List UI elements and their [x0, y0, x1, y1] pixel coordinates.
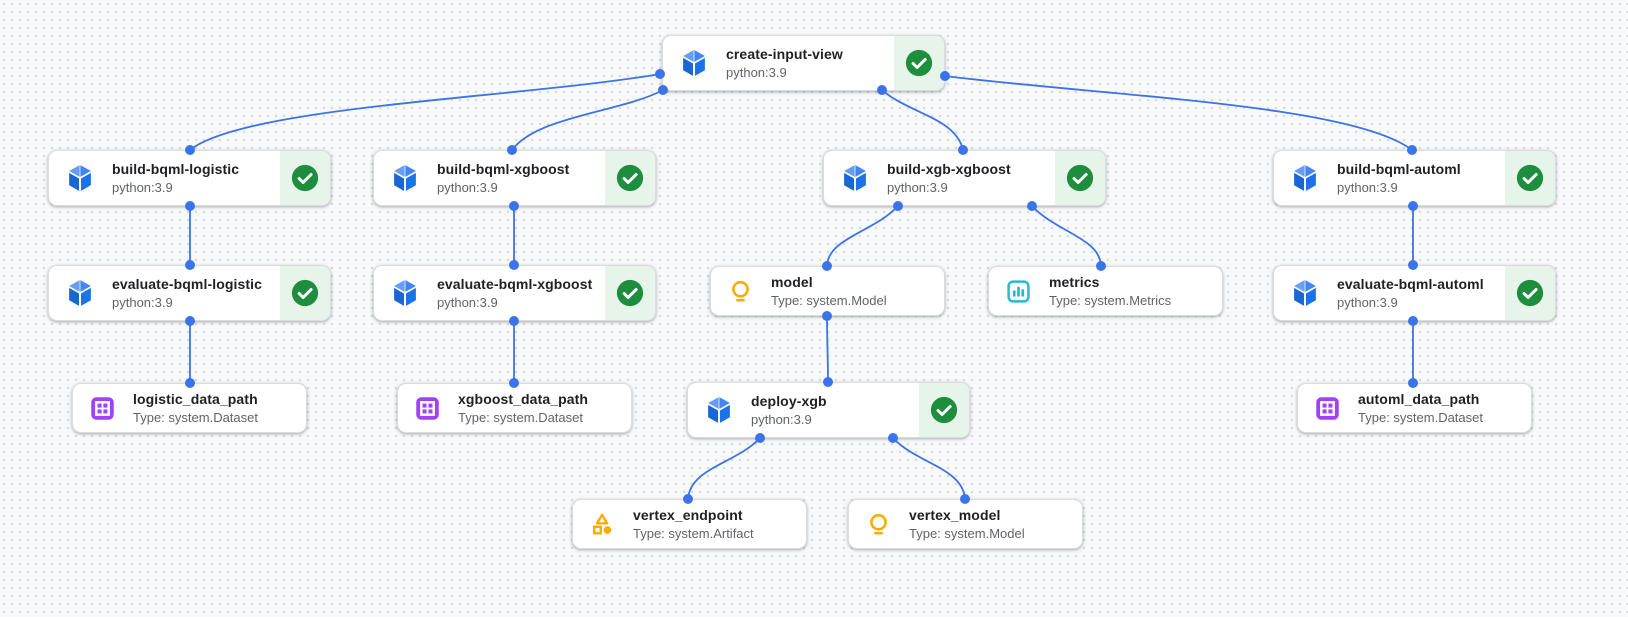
status-success-icon: [1055, 151, 1105, 205]
component-cube-icon: [390, 278, 420, 308]
node-build-bqml-xgboost[interactable]: build-bqml-xgboost python:3.9: [373, 150, 656, 206]
component-cube-icon: [65, 163, 95, 193]
edge-create-input-view-to-build-bqml-xgboost: [511, 89, 664, 151]
node-title: model: [771, 274, 813, 290]
node-subtitle: Type: system.Dataset: [458, 410, 583, 425]
node-title: create-input-view: [726, 46, 843, 62]
node-title: build-xgb-xgboost: [887, 161, 1011, 177]
node-subtitle: Type: system.Model: [771, 293, 887, 308]
status-success-icon: [605, 151, 655, 205]
node-title: deploy-xgb: [751, 393, 827, 409]
node-subtitle: python:3.9: [1337, 180, 1398, 195]
status-success-icon: [894, 36, 944, 90]
node-deploy-xgb[interactable]: deploy-xgb python:3.9: [687, 382, 970, 438]
component-cube-icon: [390, 163, 420, 193]
node-title: logistic_data_path: [133, 391, 258, 407]
node-evaluate-bqml-logistic[interactable]: evaluate-bqml-logistic python:3.9: [48, 265, 331, 321]
status-success-icon: [280, 151, 330, 205]
component-cube-icon: [1290, 278, 1320, 308]
node-evaluate-bqml-automl[interactable]: evaluate-bqml-automl python:3.9: [1273, 265, 1556, 321]
node-title: automl_data_path: [1358, 391, 1480, 407]
model-lightbulb-icon: [727, 278, 754, 305]
node-subtitle: Type: system.Model: [909, 526, 1025, 541]
node-title: build-bqml-logistic: [112, 161, 240, 177]
node-title: build-bqml-automl: [1337, 161, 1461, 177]
edge-create-input-view-to-build-bqml-automl: [944, 75, 1413, 151]
node-title: vertex_endpoint: [633, 507, 743, 523]
component-cube-icon: [1290, 163, 1320, 193]
node-subtitle: python:3.9: [437, 295, 498, 310]
status-success-icon: [1505, 151, 1555, 205]
node-build-bqml-logistic[interactable]: build-bqml-logistic python:3.9: [48, 150, 331, 206]
dataset-table-icon: [414, 395, 441, 422]
edge-model-to-deploy-xgb: [826, 315, 829, 383]
edge-deploy-xgb-to-vertex_endpoint: [687, 437, 761, 500]
node-subtitle: python:3.9: [1337, 295, 1398, 310]
node-subtitle: python:3.9: [112, 295, 173, 310]
node-subtitle: Type: system.Metrics: [1049, 293, 1172, 308]
node-title: evaluate-bqml-logistic: [112, 276, 263, 292]
node-build-xgb-xgboost[interactable]: build-xgb-xgboost python:3.9: [823, 150, 1106, 206]
node-subtitle: python:3.9: [112, 180, 173, 195]
dataset-table-icon: [89, 395, 116, 422]
node-subtitle: Type: system.Artifact: [633, 526, 754, 541]
node-subtitle: python:3.9: [751, 412, 812, 427]
edge-build-xgb-xgboost-to-model: [826, 205, 899, 267]
node-title: build-bqml-xgboost: [437, 161, 570, 177]
edge-deploy-xgb-to-vertex_model: [892, 437, 966, 500]
edge-create-input-view-to-build-bqml-logistic: [189, 73, 661, 151]
component-cube-icon: [840, 163, 870, 193]
node-title: evaluate-bqml-automl: [1337, 276, 1484, 292]
status-success-icon: [1505, 266, 1555, 320]
edge-create-input-view-to-build-xgb-xgboost: [881, 89, 964, 151]
component-cube-icon: [679, 48, 709, 78]
node-build-bqml-automl[interactable]: build-bqml-automl python:3.9: [1273, 150, 1556, 206]
node-create-input-view[interactable]: create-input-view python:3.9: [662, 35, 945, 91]
component-cube-icon: [65, 278, 95, 308]
node-title: vertex_model: [909, 507, 1001, 523]
status-success-icon: [919, 383, 969, 437]
node-evaluate-bqml-xgboost[interactable]: evaluate-bqml-xgboost python:3.9: [373, 265, 656, 321]
dataset-table-icon: [1314, 395, 1341, 422]
node-title: metrics: [1049, 274, 1100, 290]
node-subtitle: python:3.9: [437, 180, 498, 195]
node-subtitle: python:3.9: [726, 65, 787, 80]
metrics-chart-icon: [1005, 278, 1032, 305]
status-success-icon: [280, 266, 330, 320]
node-title: xgboost_data_path: [458, 391, 589, 407]
node-subtitle: python:3.9: [887, 180, 948, 195]
component-cube-icon: [704, 395, 734, 425]
edge-build-xgb-xgboost-to-metrics: [1031, 205, 1102, 267]
artifact-shapes-icon: [589, 511, 616, 538]
node-title: evaluate-bqml-xgboost: [437, 276, 593, 292]
status-success-icon: [605, 266, 655, 320]
model-lightbulb-icon: [865, 511, 892, 538]
node-subtitle: Type: system.Dataset: [133, 410, 258, 425]
node-subtitle: Type: system.Dataset: [1358, 410, 1483, 425]
